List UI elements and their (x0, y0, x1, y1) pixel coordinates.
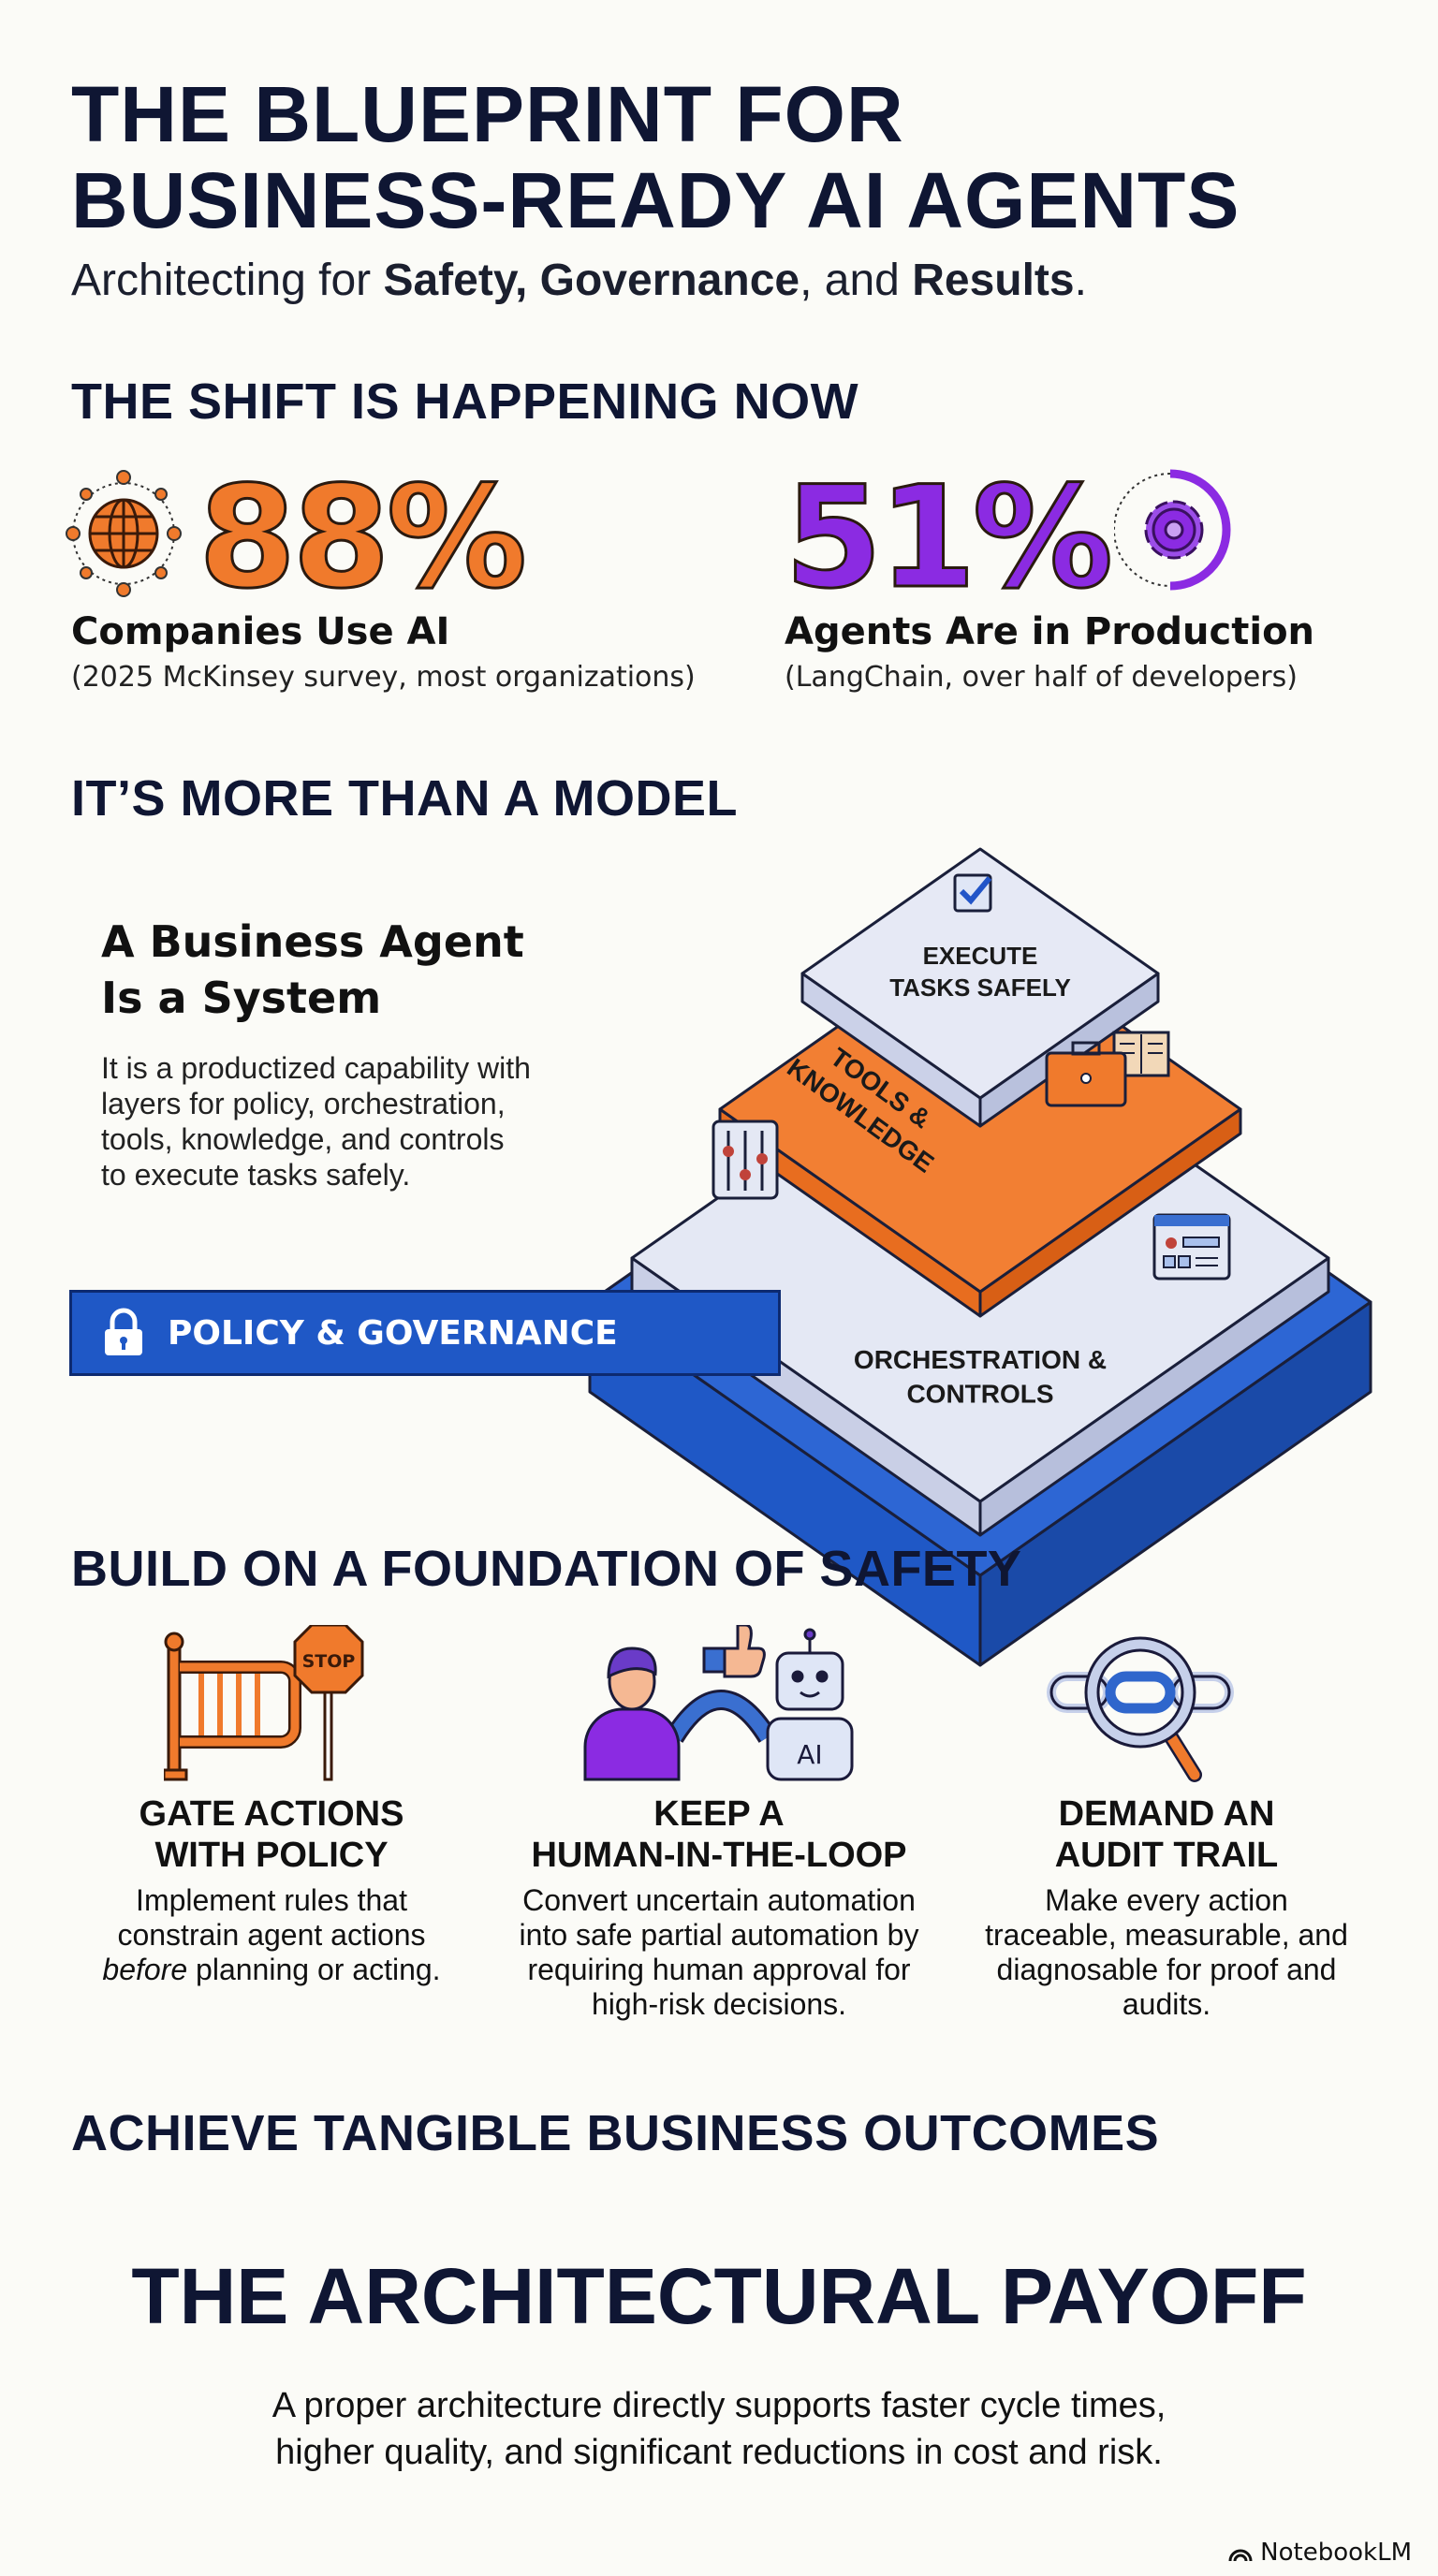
body-line: to execute tasks safely. (101, 1158, 411, 1192)
stat-value-agents: 51% (783, 457, 1114, 620)
stat-value-companies: 88% (197, 457, 528, 620)
subtitle-mid: , and (800, 256, 913, 305)
item-body-em: before (102, 1953, 188, 1986)
checkbox-icon (953, 873, 992, 913)
ai-label: AI (797, 1739, 822, 1770)
body-line: layers for policy, orchestration, (101, 1087, 506, 1120)
item-title: WITH POLICY (154, 1836, 389, 1875)
stat-label-agents: Agents Are in Production (785, 610, 1315, 653)
human-ai-bridge-icon: AI (583, 1625, 854, 1781)
system-card-title: A Business Agent Is a System (101, 914, 524, 1026)
item-body: Make every action traceable, measurable,… (985, 1883, 1348, 2021)
shift-heading: THE SHIFT IS HAPPENING NOW (71, 373, 859, 430)
model-heading: IT’S MORE THAN A MODEL (71, 770, 738, 827)
briefcase-book-icon (1045, 1031, 1170, 1107)
subtitle-bold-1: Safety, Governance (383, 256, 800, 305)
body-line: tools, knowledge, and controls (101, 1122, 505, 1156)
stop-label: STOP (302, 1651, 356, 1672)
system-card-body: It is a productized capability with laye… (101, 1050, 531, 1193)
item-body: Convert uncertain automation into safe p… (519, 1883, 919, 2021)
execute-label: TASKS SAFELY (889, 973, 1071, 1002)
body-line: It is a productized capability with (101, 1051, 531, 1085)
subtitle: Architecting for Safety, Governance, and… (71, 255, 1087, 306)
item-title: DEMAND AN (1058, 1794, 1275, 1834)
notebooklm-icon (1228, 2549, 1253, 2562)
item-body: planning or acting. (187, 1953, 441, 1986)
subtitle-suffix: . (1074, 256, 1087, 305)
stat-source-agents: (LangChain, over half of developers) (785, 661, 1298, 694)
brand-label: NotebookLM (1260, 2539, 1412, 2567)
policy-governance-banner: POLICY & GOVERNANCE (69, 1290, 781, 1376)
globe-network-icon (66, 470, 182, 597)
safety-heading: BUILD ON A FOUNDATION OF SAFETY (71, 1541, 1022, 1597)
outcomes-heading: ACHIEVE TANGIBLE BUSINESS OUTCOMES (71, 2105, 1160, 2161)
system-card-title-2: Is a System (101, 973, 382, 1023)
item-title: AUDIT TRAIL (1054, 1836, 1279, 1875)
payoff-body: A proper architecture directly supports … (0, 2382, 1438, 2476)
orchestration-label: ORCHESTRATION & (854, 1345, 1107, 1374)
payoff-line: higher quality, and significant reductio… (275, 2433, 1163, 2472)
gear-wrench-icon (1114, 469, 1231, 591)
title-line-2: BUSINESS-READY AI AGENTS (71, 156, 1240, 244)
orchestration-label: CONTROLS (906, 1379, 1053, 1408)
payoff-heading: THE ARCHITECTURAL PAYOFF (131, 2252, 1307, 2340)
orchestration-label-group: ORCHESTRATION & CONTROLS (854, 1345, 1107, 1408)
item-title: HUMAN-IN-THE-LOOP (531, 1836, 907, 1875)
execute-label: EXECUTE (923, 942, 1038, 970)
subtitle-bold-2: Results (912, 256, 1075, 305)
payoff-line: A proper architecture directly supports … (271, 2386, 1167, 2425)
stat-label-companies: Companies Use AI (71, 610, 450, 653)
chain-magnifier-icon (1047, 1636, 1234, 1782)
lock-icon (105, 1308, 142, 1355)
sliders-icon (712, 1120, 779, 1200)
title-line-1: THE BLUEPRINT FOR (71, 70, 904, 158)
item-title: GATE ACTIONS (139, 1794, 404, 1834)
subtitle-prefix: Architecting for (71, 256, 384, 305)
gate-stop-sign-icon: STOP (164, 1625, 364, 1781)
execute-label-group: EXECUTE TASKS SAFELY (889, 942, 1071, 1002)
dashboard-window-icon (1152, 1213, 1231, 1281)
system-card-title-1: A Business Agent (101, 916, 524, 967)
stat-source-companies: (2025 McKinsey survey, most organization… (71, 661, 696, 694)
policy-label: POLICY & GOVERNANCE (168, 1313, 618, 1353)
execute-layer-top-face (800, 847, 1160, 1100)
notebooklm-logo: NotebookLM (1228, 2539, 1412, 2567)
item-body: Implement rules that constrain agent act… (117, 1883, 426, 1952)
item-title: KEEP A (653, 1794, 785, 1834)
